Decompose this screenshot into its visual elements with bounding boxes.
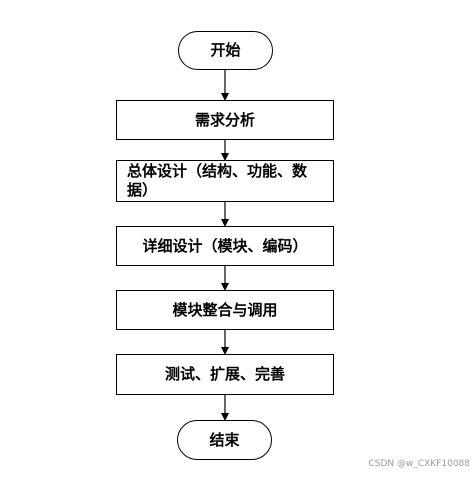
start-terminal: 开始	[178, 31, 273, 70]
step-label: 测试、扩展、完善	[164, 365, 285, 383]
step-label: 模块整合与调用	[172, 300, 278, 319]
process-box-detailed-design: 详细设计（模块、编码）	[116, 226, 334, 266]
watermark: CSDN @w_CXKF10088	[368, 459, 470, 469]
step-label: 需求分析	[194, 110, 255, 129]
step-label: 总体设计（结构、功能、数据）	[127, 162, 308, 199]
process-box-requirements-analysis: 需求分析	[116, 100, 334, 140]
process-box-module-integration: 模块整合与调用	[116, 290, 334, 330]
process-box-overall-design: 总体设计（结构、功能、数据）	[116, 160, 334, 202]
process-box-testing: 测试、扩展、完善	[116, 354, 334, 395]
step-label: 详细设计（模块、编码）	[142, 236, 308, 255]
end-terminal: 结束	[177, 420, 272, 460]
end-label: 结束	[209, 430, 240, 449]
start-label: 开始	[210, 41, 241, 59]
